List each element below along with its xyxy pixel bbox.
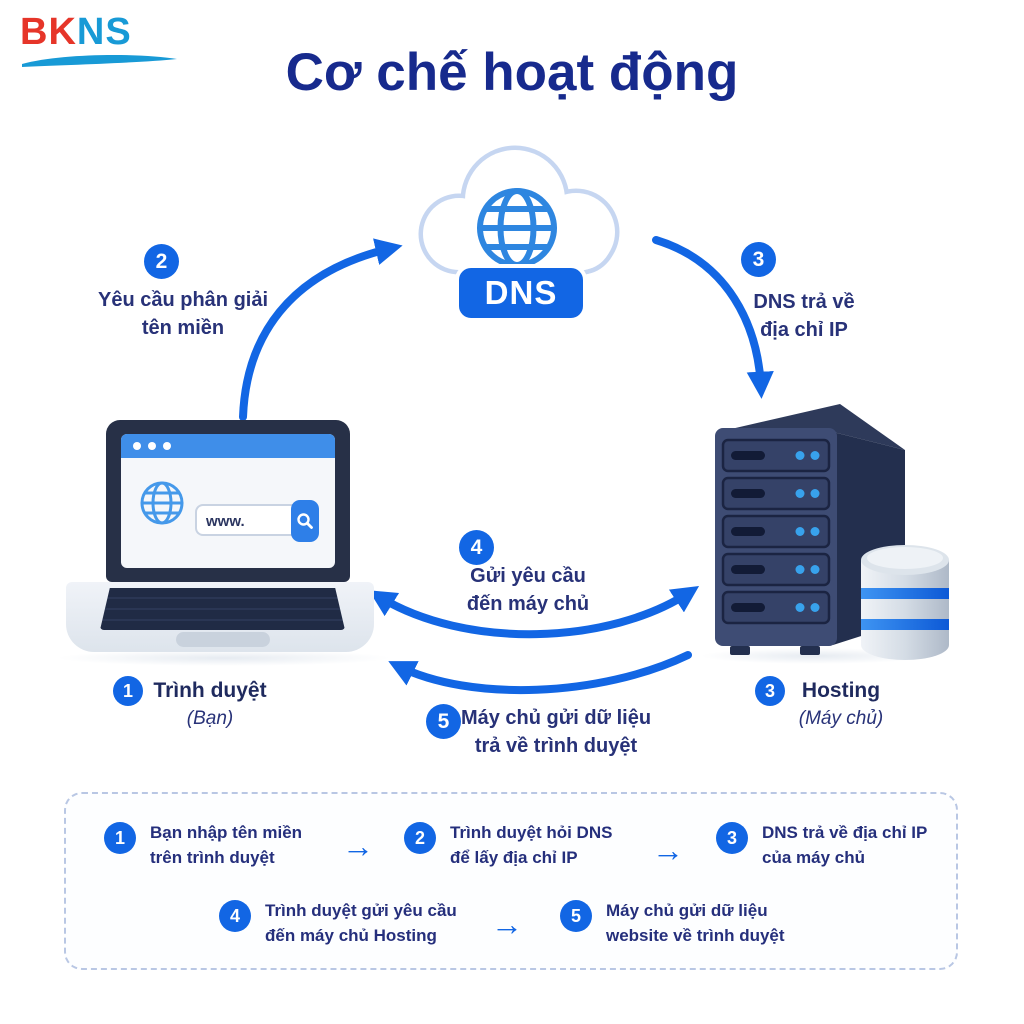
window-dot [133, 442, 141, 450]
legend-item-2-number: 2 [404, 822, 436, 854]
server-bays [721, 438, 831, 625]
step-3-label: DNS trả về địa chỉ IP [753, 291, 855, 341]
laptop-base [66, 582, 374, 652]
arrow-response-to-browser [388, 651, 692, 695]
legend-item-3-number: 3 [716, 822, 748, 854]
database-icon [861, 545, 949, 660]
step-3-badge: 3 [741, 242, 776, 277]
globe-icon [477, 188, 557, 268]
legend-item-4-number: 4 [219, 900, 251, 932]
laptop-screen: www. [106, 420, 350, 582]
logo-text-blue: NS [76, 11, 132, 53]
server-bay [721, 590, 831, 625]
server-bay [721, 438, 831, 473]
touchpad [176, 632, 270, 647]
step-5-label: Máy chủ gửi dữ liệu trả về trình duyệt [460, 707, 652, 757]
legend-item-2-text: Trình duyệt hỏi DNS để lấy địa chỉ IP [450, 823, 613, 867]
laptop-shadow [56, 650, 392, 666]
page-title: Cơ chế hoạt động [285, 43, 739, 102]
browser-globe-icon [140, 481, 184, 525]
legend-arrow-icon: → [491, 906, 523, 942]
dns-badge: DNS [455, 264, 587, 322]
node-hosting-number: 3 [755, 676, 785, 706]
browser-toolbar [121, 434, 335, 458]
bkns-logo: BKNS [20, 12, 132, 52]
legend-item-3-text: DNS trả về địa chỉ IP của máy chủ [762, 823, 928, 867]
legend-box: 1 Bạn nhập tên miền trên trình duyệt → 2… [64, 792, 958, 970]
browser-window: www. [121, 434, 335, 568]
logo-text-red: BK [20, 11, 77, 53]
server-tower [715, 404, 949, 660]
legend-item-4-text: Trình duyệt gửi yêu cầu đến máy chủ Host… [265, 901, 457, 945]
window-dot [148, 442, 156, 450]
node-label-hosting: Hosting (Máy chủ) [798, 679, 884, 729]
step-5-badge: 5 [426, 704, 461, 739]
search-button [291, 500, 319, 542]
keyboard [100, 588, 345, 630]
address-bar: www. [195, 504, 293, 536]
server-bay [721, 552, 831, 587]
step-4-badge: 4 [459, 530, 494, 565]
logo-swoosh [22, 54, 177, 67]
dns-cloud [418, 145, 620, 276]
window-dot [163, 442, 171, 450]
magnifier-icon [297, 513, 313, 529]
legend-item-5-text: Máy chủ gửi dữ liệu website về trình duy… [606, 901, 785, 945]
legend-arrow-icon: → [342, 828, 374, 864]
node-browser-number: 1 [113, 676, 143, 706]
legend-arrow-icon: → [652, 832, 684, 868]
legend-item-1-text: Bạn nhập tên miền trên trình duyệt [150, 823, 303, 867]
server-bay [721, 476, 831, 511]
step-2-label: Yêu cầu phân giải tên miền [97, 289, 269, 339]
step-4-label: Gửi yêu cầu đến máy chủ [466, 565, 590, 615]
node-label-browser: Trình duyệt (Bạn) [153, 679, 267, 729]
server-bay [721, 514, 831, 549]
legend-item-5-number: 5 [560, 900, 592, 932]
legend-item-1-number: 1 [104, 822, 136, 854]
step-2-badge: 2 [144, 244, 179, 279]
server-top-face [718, 404, 905, 450]
